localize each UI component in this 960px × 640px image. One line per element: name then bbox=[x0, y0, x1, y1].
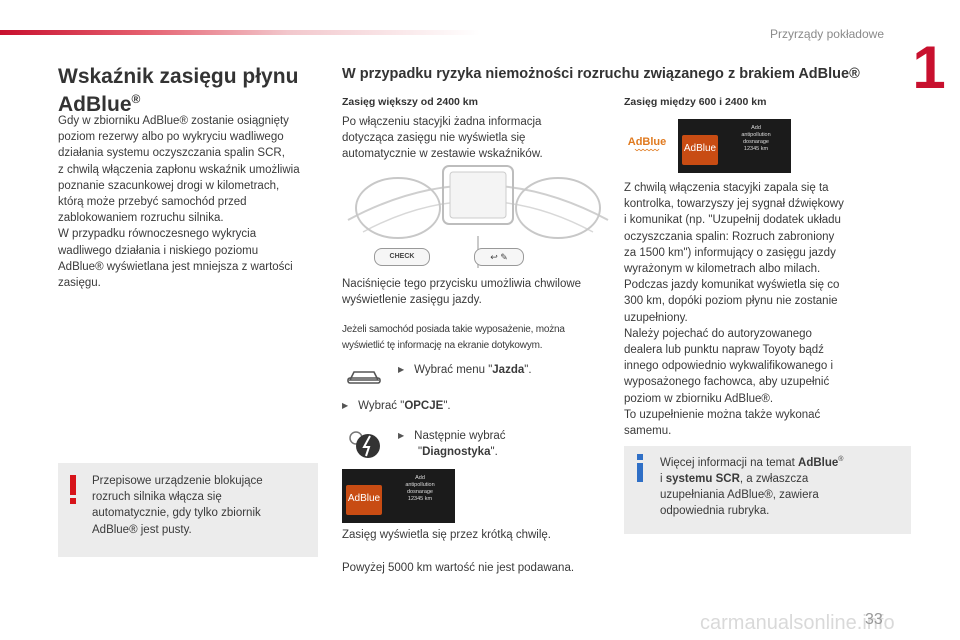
adblue-warning-light-icon: AdBlue 〰〰〰 bbox=[627, 136, 667, 155]
car-icon bbox=[347, 371, 381, 384]
header-accent-bar bbox=[0, 30, 480, 35]
section-title: Przyrządy pokładowe bbox=[769, 27, 884, 41]
check-button[interactable]: CHECK bbox=[374, 248, 430, 266]
middle-paragraph-1: Po włączeniu stacyjki żadna informacja d… bbox=[342, 116, 543, 161]
step-select-diagnostics: ▶Następnie wybrać "Diagnostyka". bbox=[398, 430, 506, 459]
middle-paragraph-4: Zasięg wyświetla się przez krótką chwilę… bbox=[342, 529, 551, 541]
info-icon bbox=[637, 454, 643, 482]
middle-paragraph-3: Jeżeli samochód posiada takie wyposażeni… bbox=[342, 324, 565, 351]
section-heading: W przypadku ryzyka niemożności rozruchu … bbox=[342, 66, 860, 82]
adblue-warning-icon: AdBlue bbox=[682, 135, 718, 165]
instrument-cluster-illustration bbox=[347, 165, 609, 268]
watermark: carmanualsonline.info bbox=[700, 612, 895, 634]
adblue-range-screen: AdBlue Add antipollution dosnarage 12345… bbox=[342, 469, 455, 523]
chapter-number: 1 bbox=[912, 34, 946, 101]
warning-text: Przepisowe urządzenie blokujące rozruch … bbox=[92, 475, 263, 536]
range-600-2400-heading: Zasięg między 600 i 2400 km bbox=[624, 96, 767, 108]
reset-wrench-icon: ↩ ✎ bbox=[490, 252, 508, 262]
adblue-warning-icon: AdBlue bbox=[346, 485, 382, 515]
warning-box: Przepisowe urządzenie blokujące rozruch … bbox=[58, 463, 318, 557]
middle-paragraph-2: Naciśnięcie tego przycisku umożliwia chw… bbox=[342, 278, 582, 307]
right-paragraph: Z chwilą włączenia stacyjki zapala się t… bbox=[624, 182, 844, 438]
trip-reset-button[interactable]: ↩ ✎ bbox=[474, 248, 524, 266]
step-select-drive-menu: ▶Wybrać menu "Jazda". bbox=[398, 364, 532, 376]
adblue-range-screen-right: AdBlue Add antipollution dosnarage 12345… bbox=[678, 119, 791, 173]
step-select-options: ▶Wybrać "OPCJE". bbox=[342, 400, 451, 412]
warning-icon bbox=[70, 475, 76, 504]
range-above-2400-heading: Zasięg większy od 2400 km bbox=[342, 96, 478, 108]
left-paragraph: Gdy w zbiorniku AdBlue® zostanie osiągni… bbox=[58, 115, 300, 290]
info-text: Więcej informacji na temat AdBlue® i sys… bbox=[660, 456, 844, 518]
middle-paragraph-5: Powyżej 5000 km wartość nie jest podawan… bbox=[342, 562, 575, 574]
page-number: 33 bbox=[865, 611, 883, 628]
diagnostics-icon bbox=[349, 431, 380, 458]
page-title: Wskaźnik zasięgu płynu AdBlue® bbox=[58, 65, 299, 116]
info-box: Więcej informacji na temat AdBlue® i sys… bbox=[624, 446, 911, 534]
